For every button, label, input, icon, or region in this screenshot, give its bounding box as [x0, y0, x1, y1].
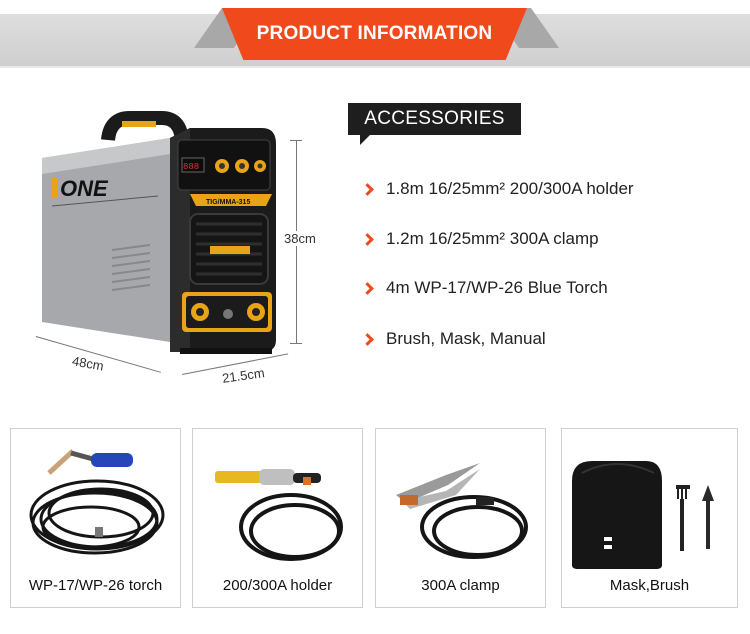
product-card-holder: 200/300A holder: [192, 428, 363, 608]
chevron-right-icon: [361, 332, 374, 346]
svg-text:888: 888: [183, 162, 199, 172]
accessory-item: Brush, Mask, Manual: [361, 329, 546, 349]
electrode-holder-image: [215, 469, 343, 561]
chevron-right-icon: [361, 232, 374, 246]
height-dimension-tick-bottom: [290, 343, 302, 344]
section-banner: PRODUCT INFORMATION: [222, 8, 527, 60]
width-dimension-label: 21.5cm: [221, 365, 266, 386]
accessory-item: 1.8m 16/25mm² 200/300A holder: [361, 179, 634, 199]
height-dimension-label: 38cm: [282, 231, 318, 246]
accessory-item-text: 4m WP-17/WP-26 Blue Torch: [386, 278, 608, 297]
product-card-torch: WP-17/WP-26 torch: [10, 428, 181, 608]
product-label: 300A clamp: [421, 577, 500, 594]
mask-brush-image: [572, 461, 714, 569]
accessories-heading-tail: [360, 135, 370, 145]
product-label: 200/300A holder: [222, 577, 333, 594]
ground-clamp-image: [396, 463, 528, 559]
accessory-item-text: 1.2m 16/25mm² 300A clamp: [386, 229, 599, 248]
svg-text:TIG/MMA-315: TIG/MMA-315: [206, 199, 250, 206]
torch-image: [29, 449, 165, 555]
product-card-mask-brush: Mask,Brush: [561, 428, 738, 608]
top-band-divider: [0, 66, 750, 68]
product-label: WP-17/WP-26 torch: [28, 577, 163, 594]
accessory-item: 4m WP-17/WP-26 Blue Torch: [361, 278, 608, 298]
accessory-item-text: 1.8m 16/25mm² 200/300A holder: [386, 179, 634, 198]
section-title: PRODUCT INFORMATION: [256, 23, 493, 44]
accessory-item-text: Brush, Mask, Manual: [386, 329, 546, 348]
welder-machine-image: ONE 888 TIG/MMA-315: [42, 111, 276, 354]
accessory-item: 1.2m 16/25mm² 300A clamp: [361, 229, 599, 249]
height-dimension-tick-top: [290, 140, 302, 141]
product-label: Mask,Brush: [609, 577, 690, 594]
chevron-right-icon: [361, 182, 374, 196]
chevron-right-icon: [361, 281, 374, 295]
accessories-heading-text: ACCESSORIES: [364, 108, 505, 129]
accessories-heading: ACCESSORIES: [348, 103, 521, 135]
product-card-clamp: 300A clamp: [375, 428, 546, 608]
brand-logo: ONE: [60, 176, 109, 201]
